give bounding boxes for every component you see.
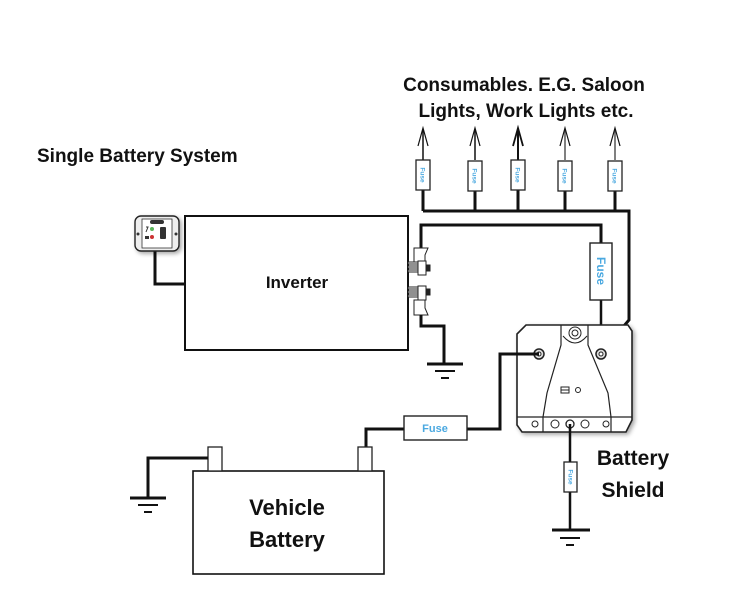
fuse-shield-ground: Fuse bbox=[563, 461, 578, 493]
battery-shield-label-line2: Shield bbox=[601, 479, 664, 502]
battery-negative-wire bbox=[146, 456, 208, 498]
negative-terminal bbox=[207, 446, 223, 472]
remote-panel-wire bbox=[153, 250, 185, 286]
vehicle-battery-label-line1: Vehicle bbox=[249, 495, 325, 520]
ground-symbol-icon bbox=[427, 362, 463, 379]
inverter-label: Inverter bbox=[266, 273, 329, 292]
fuse-consumer-4: Fuse bbox=[557, 160, 573, 192]
fuse-label: Fuse bbox=[514, 167, 521, 183]
inverter: Inverter bbox=[184, 215, 409, 351]
fuse-label: Fuse bbox=[419, 167, 426, 183]
ground-symbol-icon bbox=[552, 528, 590, 546]
consumer-branch-1 bbox=[417, 125, 429, 211]
inverter-positive-wire bbox=[419, 223, 603, 248]
vehicle-battery-label-line2: Battery bbox=[249, 527, 326, 552]
fuse-consumer-1: Fuse bbox=[415, 159, 431, 191]
consumer-branch-3 bbox=[512, 124, 524, 211]
inverter-remote-panel-icon bbox=[134, 215, 180, 252]
fuse-label: Fuse bbox=[471, 168, 478, 184]
fuse-battery: Fuse bbox=[403, 415, 468, 441]
consumables-label-line1: Consumables. E.G. Saloon bbox=[403, 75, 645, 96]
battery-shield-label-line1: Battery bbox=[597, 447, 670, 470]
fuse-label: Fuse bbox=[594, 257, 608, 285]
fuse-label: Fuse bbox=[567, 469, 574, 485]
battery-positive-wire-lower bbox=[364, 427, 404, 447]
inverter-negative-wire bbox=[419, 315, 446, 364]
fuse-label: Fuse bbox=[422, 423, 448, 435]
consumables-label-line2: Lights, Work Lights etc. bbox=[419, 101, 634, 122]
consumer-branch-2 bbox=[469, 125, 481, 211]
consumer-fuse-branches bbox=[417, 124, 621, 211]
fuse-consumer-5: Fuse bbox=[607, 160, 623, 192]
inverter-terminals bbox=[407, 247, 431, 316]
fuse-consumer-2: Fuse bbox=[467, 160, 483, 192]
arrow-head bbox=[417, 125, 429, 147]
battery-shield: Battery Shield bbox=[516, 324, 670, 502]
positive-terminal bbox=[357, 446, 373, 472]
vehicle-battery: Vehicle Battery bbox=[192, 446, 385, 575]
fuse-consumer-3: Fuse bbox=[510, 159, 526, 191]
consumer-branch-4 bbox=[559, 125, 571, 211]
ground-symbol-icon bbox=[130, 496, 166, 513]
fuse-inverter: Fuse bbox=[589, 242, 613, 301]
diagram-title: Single Battery System bbox=[37, 146, 238, 167]
fuse-label: Fuse bbox=[611, 168, 618, 184]
battery-positive-wire bbox=[467, 352, 539, 431]
fuse-label: Fuse bbox=[561, 168, 568, 184]
consumer-branch-5 bbox=[609, 125, 621, 211]
